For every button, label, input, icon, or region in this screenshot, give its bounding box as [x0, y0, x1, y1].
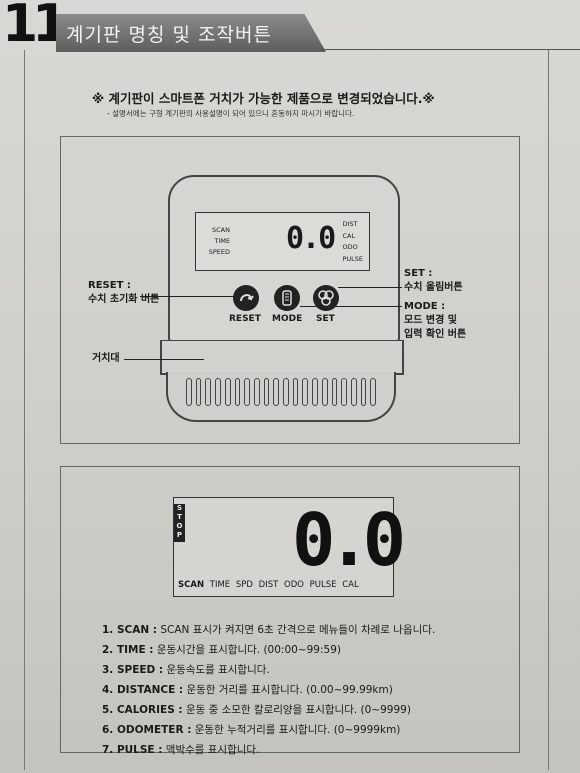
set-callout: SET : 수치 올림버튼 [404, 267, 463, 295]
lcd-figure-box [60, 466, 520, 753]
console-figure-box [60, 136, 520, 444]
screen-label-time: TIME [214, 237, 230, 245]
set-callout-title: SET : [404, 268, 433, 279]
lcd-label-spd: SPD [235, 580, 253, 590]
reset-callout: RESET : 수치 초기화 버튼 [88, 279, 159, 307]
screen-label-scan: SCAN [212, 226, 230, 234]
list-item: 4. DISTANCE : 운동한 거리를 표시합니다. (0.00~99.99… [102, 684, 393, 696]
set-leader-line [338, 287, 402, 289]
set-icon [318, 290, 334, 306]
title-band [56, 14, 326, 52]
screen-label-speed: SPEED [208, 248, 230, 256]
mode-button[interactable] [274, 285, 300, 311]
list-item: 1. SCAN : SCAN 표시가 켜지면 6초 간격으로 메뉴들이 차례로 … [102, 624, 436, 636]
list-item: 6. ODOMETER : 운동한 누적거리를 표시합니다. (0~9999km… [102, 724, 401, 736]
list-item: 3. SPEED : 운동속도를 표시합니다. [102, 664, 270, 676]
section-number: 11 [2, 0, 68, 54]
lcd-label-dist: DIST [258, 580, 279, 590]
list-item: 5. CALORIES : 운동 중 소모한 칼로리양을 표시합니다. (0~9… [102, 704, 411, 716]
title-rule [320, 49, 580, 50]
mode-callout-desc2: 입력 확인 버튼 [404, 329, 467, 340]
reset-callout-desc: 수치 초기화 버튼 [88, 294, 160, 305]
reset-icon [240, 294, 254, 302]
screen-value: 0.0 [286, 221, 336, 256]
console-screen: SCAN TIME SPEED 0.0 DIST CAL ODO PULSE [195, 212, 370, 271]
function-list: 1. SCAN : SCAN 표시가 켜지면 6초 간격으로 메뉴들이 차례로 … [102, 620, 435, 760]
screen-right-labels: DIST CAL ODO PULSE [342, 219, 363, 265]
set-button-label: SET [316, 314, 335, 324]
reset-button-label: RESET [229, 314, 261, 324]
lcd-label-scan: SCAN [178, 580, 205, 590]
lcd-label-pulse: PULSE [309, 580, 337, 590]
screen-left-labels: SCAN TIME SPEED [206, 225, 230, 258]
screen-label-pulse: PULSE [342, 254, 363, 263]
left-border [24, 50, 25, 770]
notice-sub: - 설명서에는 구형 계기판의 사용설명이 되어 있으니 혼동하지 마시기 바랍… [107, 109, 355, 118]
phone-holder [160, 340, 404, 375]
mode-button-label: MODE [272, 314, 303, 324]
lcd-label-odo: ODO [284, 580, 304, 590]
reset-callout-title: RESET : [88, 280, 131, 291]
screen-label-cal: CAL [342, 231, 356, 240]
list-item: 7. PULSE : 맥박수를 표시합니다. [102, 744, 260, 756]
lcd-label-time: TIME [209, 580, 231, 590]
console-foot [166, 372, 396, 422]
page-title: 계기판 명칭 및 조작버튼 [66, 24, 272, 46]
list-item: 2. TIME : 운동시간을 표시합니다. (00:00~99:59) [102, 644, 341, 656]
holder-callout: 거치대 [92, 353, 120, 364]
right-border [548, 50, 549, 770]
reset-button[interactable] [233, 285, 259, 311]
notice-main: ※ 계기판이 스마트폰 거치가 가능한 제품으로 변경되었습니다.※ [92, 91, 435, 106]
lcd-label-row: SCAN TIME SPD DIST ODO PULSE CAL [178, 580, 359, 590]
mode-leader-line [300, 306, 402, 308]
mode-icon [282, 290, 292, 306]
lcd-value: 0.0 [292, 498, 406, 582]
holder-leader-line [124, 359, 204, 361]
mode-callout-title: MODE : [404, 301, 446, 312]
reset-leader-line [140, 296, 236, 298]
mode-callout-desc1: 모드 변경 및 [404, 315, 457, 326]
lcd-label-cal: CAL [342, 580, 359, 590]
set-callout-desc: 수치 올림버튼 [404, 282, 463, 293]
screen-label-dist: DIST [342, 220, 358, 228]
console-ribs [186, 378, 377, 408]
mode-callout: MODE : 모드 변경 및 입력 확인 버튼 [404, 300, 466, 342]
screen-label-odo: ODO [342, 243, 358, 251]
